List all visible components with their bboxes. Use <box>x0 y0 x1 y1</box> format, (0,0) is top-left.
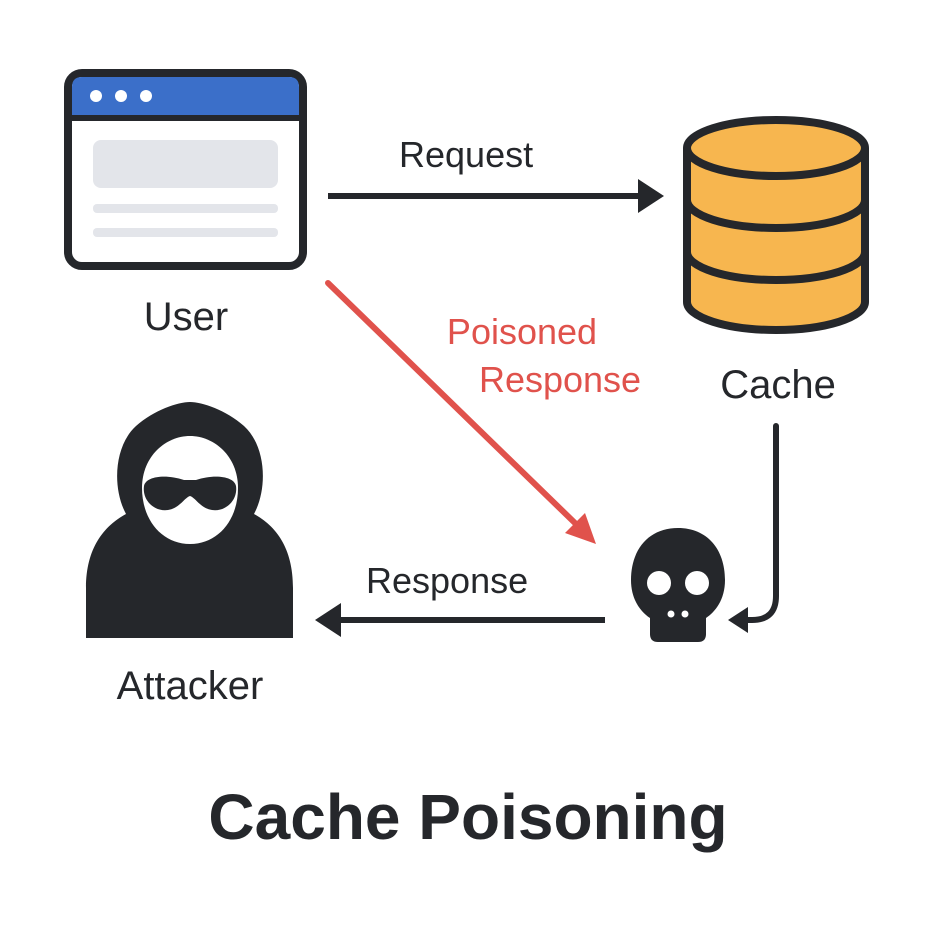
response-arrow <box>315 603 605 637</box>
browser-window-icon <box>64 69 307 270</box>
poisoned-response-label: Poisoned Response <box>447 308 641 404</box>
skull-icon <box>631 528 725 642</box>
attacker-label: Attacker <box>116 664 264 708</box>
request-arrow <box>328 179 664 213</box>
cache-to-payload-arrow <box>728 423 779 633</box>
cache-label: Cache <box>720 363 836 407</box>
hooded-hacker-icon <box>86 402 293 638</box>
user-label: User <box>143 295 229 339</box>
response-label: Response <box>366 560 529 601</box>
poisoned-label-line1: Poisoned <box>446 311 598 352</box>
request-label: Request <box>399 134 534 175</box>
database-icon <box>683 116 869 334</box>
diagram-title: Cache Poisoning <box>208 781 728 853</box>
poisoned-response-arrow <box>325 280 596 544</box>
poisoned-label-line2: Response <box>478 359 642 400</box>
